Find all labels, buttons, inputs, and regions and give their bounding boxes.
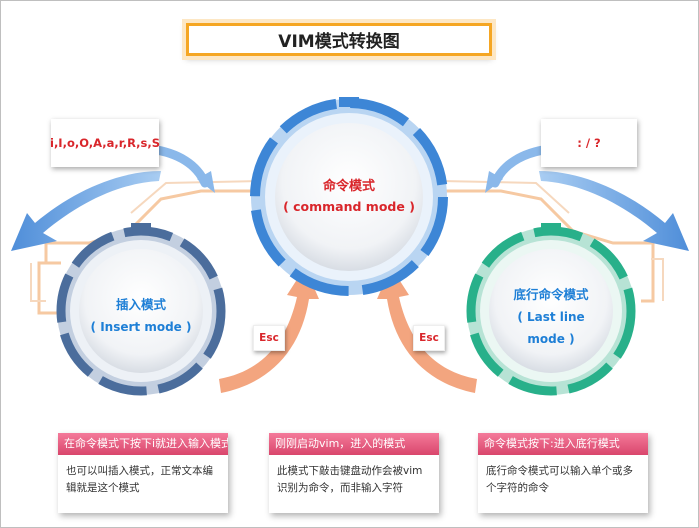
diagram-title: VIM模式转换图 — [278, 32, 400, 52]
card-insert-head: 在命令模式下按下i就进入输入模式 — [58, 433, 228, 455]
lastline-mode-name: 底行命令模式 — [513, 287, 589, 302]
card-command-mode: 刚刚启动vim，进入的模式 此模式下敲击键盘动作会被vim识别为命令，而非输入字… — [269, 433, 439, 513]
insert-mode-name: 插入模式 — [115, 297, 166, 312]
insert-mode-circle — [56, 223, 226, 396]
esc-label-right: Esc — [413, 325, 445, 351]
title-box: VIM模式转换图 — [186, 23, 492, 56]
card-lastline-head: 命令模式按下:进入底行模式 — [478, 433, 648, 455]
insert-keys-label: i,I,o,O,A,a,r,R,s,S — [50, 136, 161, 150]
lastline-mode-english-1: ( Last line — [517, 310, 585, 324]
card-command-body: 此模式下敲击键盘动作会被vim识别为命令，而非输入字符 — [277, 465, 423, 494]
arrow-insert-keys-head — [197, 171, 215, 193]
card-command-head: 刚刚启动vim，进入的模式 — [269, 433, 439, 455]
command-mode-english: ( command mode ) — [283, 199, 415, 214]
insert-keys-box: i,I,o,O,A,a,r,R,s,S — [50, 119, 161, 167]
insert-mode-english: ( Insert mode ) — [90, 320, 192, 334]
lastline-mode-label: 底行命令模式 ( Last line mode ) — [491, 284, 611, 350]
arrow-to-insert — [11, 171, 161, 251]
connector-outline — [37, 189, 655, 315]
card-lastline-mode: 命令模式按下:进入底行模式 底行命令模式可以输入单个或多个字符的命令 — [478, 433, 648, 513]
command-mode-label: 命令模式 ( command mode ) — [269, 177, 429, 217]
connector-inner — [30, 180, 664, 302]
esc-label-left: Esc — [253, 325, 285, 351]
lastline-mode-english-2: mode ) — [527, 332, 575, 346]
card-lastline-body: 底行命令模式可以输入单个或多个字符的命令 — [486, 465, 633, 494]
command-mode-name: 命令模式 — [322, 179, 375, 194]
card-insert-mode: 在命令模式下按下i就进入输入模式 也可以叫插入模式，正常文本编辑就是这个模式 — [58, 433, 228, 513]
arrow-to-lastline — [539, 171, 689, 251]
insert-mode-label: 插入模式 ( Insert mode ) — [81, 294, 201, 338]
command-mode-circle — [250, 97, 448, 296]
lastline-keys-box: : / ? — [541, 119, 637, 167]
card-insert-body: 也可以叫插入模式，正常文本编辑就是这个模式 — [66, 465, 213, 494]
arrow-lastline-keys-head — [485, 171, 503, 193]
lastline-keys-label: : / ? — [577, 136, 601, 150]
lastline-mode-circle — [466, 223, 636, 396]
